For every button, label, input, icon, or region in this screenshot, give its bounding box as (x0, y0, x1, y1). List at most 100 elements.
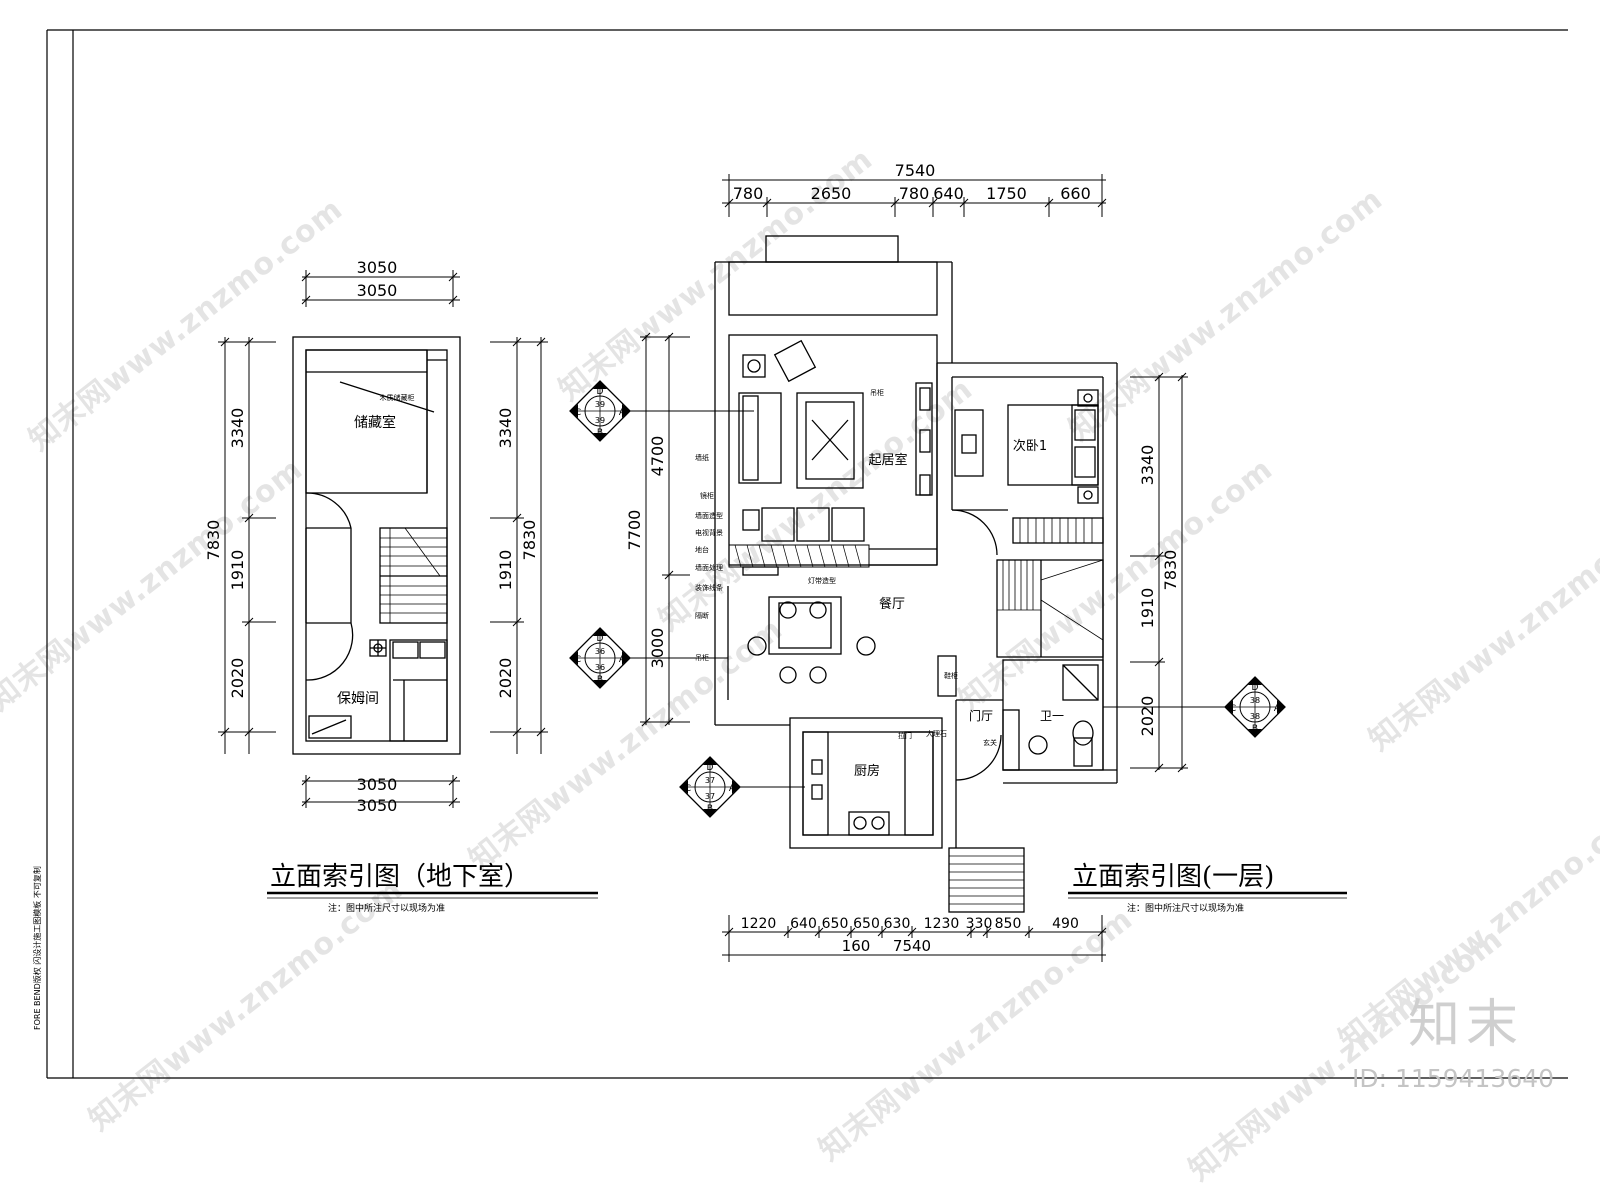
dim-left-total: 7830 (204, 520, 223, 561)
svg-text:C: C (575, 655, 581, 665)
dim-right-b: 1910 (1138, 588, 1157, 629)
dim-top-segment: 2650 (811, 184, 852, 203)
dim-top-1: 3050 (357, 258, 398, 277)
svg-text:B: B (597, 675, 603, 685)
dim-top-2: 3050 (357, 281, 398, 300)
dim-right-a: 3340 (1138, 445, 1157, 486)
dim-top-segment: 780 (899, 184, 930, 203)
dim-left-a: 4700 (648, 436, 667, 477)
dim-right-c: 2020 (1138, 696, 1157, 737)
annotation-tag: 墙纸 (695, 453, 709, 462)
room-label-bath: 卫一 (1040, 709, 1064, 723)
annotation-tag: 镜柜 (700, 491, 714, 500)
annotation-tags: 墙纸墙面造型电视背景地台墙面处理装饰线条隔断吊柜吊柜灯带造型大理石鞋柜玄关镜柜拉… (695, 388, 997, 747)
svg-text:39: 39 (595, 400, 605, 409)
annotation-tag: 墙面造型 (695, 511, 723, 520)
room-label-storage: 储藏室 (354, 414, 396, 431)
annotation-tag: 拉门 (898, 731, 912, 740)
room-label-maid: 保姆间 (337, 691, 379, 707)
brand-logo: 知末 (1408, 995, 1525, 1055)
dim-left-c: 2020 (228, 658, 247, 699)
elevation-marker: D B C A 37 37 (679, 756, 805, 818)
dim-right-b: 1910 (496, 550, 515, 591)
annotation-tag: 地台 (695, 545, 709, 554)
drawing-frame (46, 29, 1568, 1079)
dim-bottom-segment: 1230 (924, 916, 960, 932)
svg-text:D: D (597, 387, 604, 397)
floor-plan-sheet: FORE BEND版权 闪设计施工图模板 不可复制 (32, 29, 1568, 1079)
annotation-tag: 灯带造型 (808, 576, 836, 585)
annotation-tag: 隔断 (695, 611, 709, 620)
dim-bottom-segment: 490 (1052, 916, 1079, 932)
annotation-tag: 装饰线条 (695, 583, 723, 592)
dim-bottom-segment: 330 (966, 916, 993, 932)
image-id-label: ID: 1159413640 (1352, 1064, 1555, 1093)
svg-text:C: C (1230, 704, 1236, 714)
svg-text:37: 37 (705, 792, 715, 801)
annotation-tag: 电视背景 (695, 528, 723, 537)
svg-text:36: 36 (595, 663, 605, 672)
room-label-living: 起居室 (868, 452, 907, 468)
dim-top-total: 7540 (895, 161, 936, 180)
room-label-bedroom: 次卧1 (1013, 438, 1047, 454)
svg-text:A: A (619, 408, 626, 418)
svg-text:A: A (729, 784, 736, 794)
ground-floor-title: 立面索引图(一层) (1072, 862, 1274, 892)
dim-bottom-segment: 1220 (741, 916, 777, 932)
dim-top-segment: 1750 (986, 184, 1027, 203)
svg-text:D: D (707, 763, 714, 773)
svg-text:D: D (1252, 683, 1259, 693)
room-label-foyer: 门厅 (969, 708, 993, 723)
basement-note: 注：图中所注尺寸以现场为准 (328, 902, 445, 914)
svg-text:37: 37 (705, 776, 715, 785)
elevation-marker: D B C A 36 36 (569, 627, 728, 689)
dim-bottom-1: 3050 (357, 775, 398, 794)
dim-bottom-segment: 640 (790, 916, 817, 932)
svg-text:A: A (1274, 704, 1281, 714)
ground-floor-plan: 起居室 次卧1 餐厅 厨房 门厅 卫一 墙纸墙面造型电视背景地台墙面处理装饰线条… (625, 161, 1347, 962)
dim-left-b: 1910 (228, 550, 247, 591)
dim-right-c: 2020 (496, 658, 515, 699)
dim-top-segment: 660 (1060, 184, 1091, 203)
dim-right-total: 7830 (1161, 550, 1180, 591)
dim-bottom-2: 3050 (357, 796, 398, 815)
side-note: FORE BEND版权 闪设计施工图模板 不可复制 (32, 866, 42, 1030)
dim-right-total: 7830 (520, 520, 539, 561)
svg-text:38: 38 (1250, 712, 1260, 721)
svg-text:C: C (685, 784, 691, 794)
dim-bottom-segment: 650 (853, 916, 880, 932)
room-label-dining: 餐厅 (879, 596, 905, 612)
svg-text:39: 39 (595, 416, 605, 425)
ground-floor-note: 注：图中所注尺寸以现场为准 (1127, 902, 1244, 914)
svg-text:A: A (619, 655, 626, 665)
elevation-marker: D B C A 38 38 (1103, 676, 1286, 738)
storage-tag: 木质储藏柜 (380, 393, 415, 402)
basement-title: 立面索引图（地下室） (270, 862, 530, 892)
dim-left-total: 7700 (625, 510, 644, 551)
basement-plan: 储藏室 木质储藏柜 保姆间 (204, 258, 598, 914)
elevation-marker: D B C A 39 39 (569, 380, 754, 442)
annotation-tag: 大理石 (926, 729, 947, 738)
svg-text:C: C (575, 408, 581, 418)
svg-text:B: B (707, 804, 713, 814)
annotation-tag: 鞋柜 (944, 671, 958, 680)
dim-bottom-small: 160 (842, 937, 871, 955)
room-label-kitchen: 厨房 (854, 763, 880, 779)
svg-text:36: 36 (595, 647, 605, 656)
dim-right-a: 3340 (496, 408, 515, 449)
dim-top-segment: 640 (933, 184, 964, 203)
svg-text:B: B (1252, 724, 1258, 734)
dim-left-b: 3000 (648, 628, 667, 669)
dim-top-segment: 780 (733, 184, 764, 203)
svg-text:38: 38 (1250, 696, 1260, 705)
annotation-tag: 玄关 (983, 738, 997, 747)
svg-text:B: B (597, 428, 603, 438)
annotation-tag: 吊柜 (870, 388, 884, 397)
svg-text:D: D (597, 634, 604, 644)
dim-bottom-segment: 850 (995, 916, 1022, 932)
dim-bottom-total: 7540 (893, 937, 931, 955)
dim-bottom-segment: 650 (822, 916, 849, 932)
annotation-tag: 墙面处理 (695, 563, 723, 572)
dim-bottom-segment: 630 (884, 916, 911, 932)
